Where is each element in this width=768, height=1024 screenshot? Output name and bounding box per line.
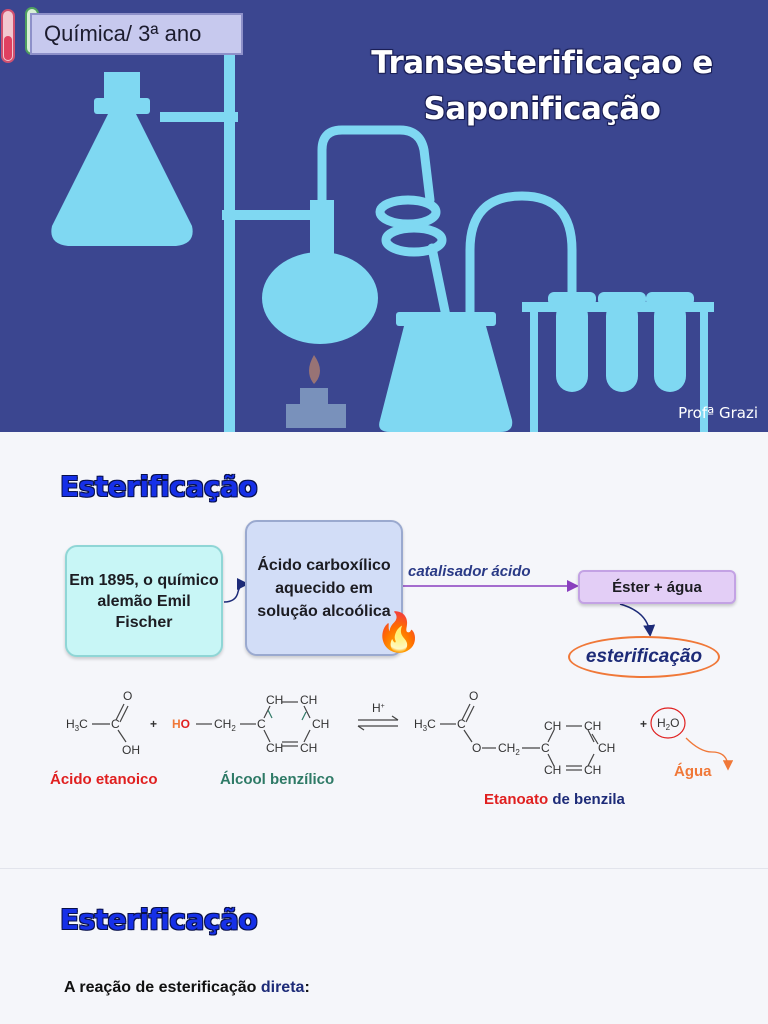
svg-text:CH: CH [300, 741, 317, 755]
fire-icon: 🔥 [375, 610, 423, 654]
svg-text:C: C [457, 717, 466, 731]
esterificacao-oval: esterificação [568, 636, 720, 678]
title-line-1: Transesterificaçao e [371, 45, 713, 81]
round-bottom-flask-icon [262, 200, 378, 344]
label-alcohol: Álcool benzílico [220, 771, 335, 788]
svg-text:HO: HO [172, 717, 190, 731]
slide-esterificacao-1: Esterificação Em 1895, o químico alemão … [0, 432, 768, 868]
product-box: Éster + água [578, 570, 736, 604]
connector-arrow [619, 603, 656, 637]
water-circle [650, 707, 686, 739]
intro-text: A reação de esterificação direta: [64, 979, 310, 997]
author-name: Profª Grazi [678, 404, 758, 422]
glass-tubing-icon [317, 125, 577, 321]
label-acid: Ácido etanoico [50, 771, 158, 788]
svg-text:H2O: H2O [657, 716, 679, 732]
label-ester-part2: de [552, 791, 570, 808]
beaker-icon [379, 312, 513, 432]
svg-text:H3C: H3C [414, 717, 436, 733]
svg-text:H3C: H3C [66, 717, 88, 733]
svg-text:O: O [469, 689, 478, 703]
intro-text-part1: A reação de esterificação [64, 979, 257, 996]
catalyst-label: catalisador ácido [408, 563, 531, 580]
slide-heading: Esterificação [60, 470, 258, 503]
svg-text:CH: CH [544, 719, 561, 733]
history-box: Em 1895, o químico alemão Emil Fischer [65, 545, 223, 657]
label-ester-part1: Etanoato [484, 791, 549, 808]
svg-text:CH: CH [300, 693, 317, 707]
title-line-2: Saponificação [423, 91, 661, 127]
acid-box: Ácido carboxílico aquecido em solução al… [245, 520, 403, 656]
label-ester-part3: benzila [574, 791, 625, 808]
svg-text:C: C [541, 741, 550, 755]
lab-stand-icon [224, 55, 235, 432]
flow-connectors [223, 578, 656, 637]
svg-text:CH: CH [544, 763, 561, 777]
svg-text:CH: CH [266, 741, 283, 755]
slide-heading: Esterificação [60, 903, 258, 936]
intro-text-highlight: direta [260, 979, 305, 996]
acid-hydroxyl: OH [122, 743, 140, 757]
alcohol-ring-carbon: C [257, 717, 266, 731]
svg-text:CH: CH [584, 763, 601, 777]
svg-text:O: O [472, 741, 481, 755]
label-ester: Etanoato de benzila [484, 791, 625, 808]
presentation-title: Transesterificaçao e Saponificação [330, 40, 754, 132]
svg-text:CH2: CH2 [498, 741, 520, 757]
title-banner: Química/ 3ª ano Transesterificaçao e Sap… [0, 0, 768, 432]
svg-text:H+: H+ [372, 701, 385, 715]
plus-sign: + [150, 717, 157, 731]
stand-clamp-icon [222, 210, 318, 220]
lab-glassware-illustration [1, 7, 714, 432]
water-arrow [685, 737, 734, 771]
reaction-scheme: H3C C O OH + HO CH2 C CH CH CH CH CH H+ … [66, 689, 734, 777]
slide-esterificacao-2: Esterificação A reação de esterificação … [0, 868, 768, 1024]
course-tag-text: Química/ 3ª ano [44, 21, 202, 46]
connector-arrow [223, 578, 249, 603]
svg-text:+: + [640, 717, 647, 731]
acid-carbon: C [111, 717, 120, 731]
burner-icon [286, 355, 346, 428]
course-tag: Química/ 3ª ano [30, 13, 243, 55]
svg-text:CH: CH [584, 719, 601, 733]
svg-text:CH: CH [266, 693, 283, 707]
stand-clamp-icon [160, 112, 238, 122]
svg-text:CH: CH [312, 717, 329, 731]
intro-text-colon: : [304, 979, 310, 996]
svg-text:CH: CH [598, 741, 615, 755]
svg-text:CH2: CH2 [214, 717, 236, 733]
erlenmeyer-flask-icon [51, 72, 193, 246]
acid-oxygen: O [123, 689, 132, 703]
label-water: Água [674, 763, 712, 780]
test-tube-rack-icon [522, 292, 714, 432]
